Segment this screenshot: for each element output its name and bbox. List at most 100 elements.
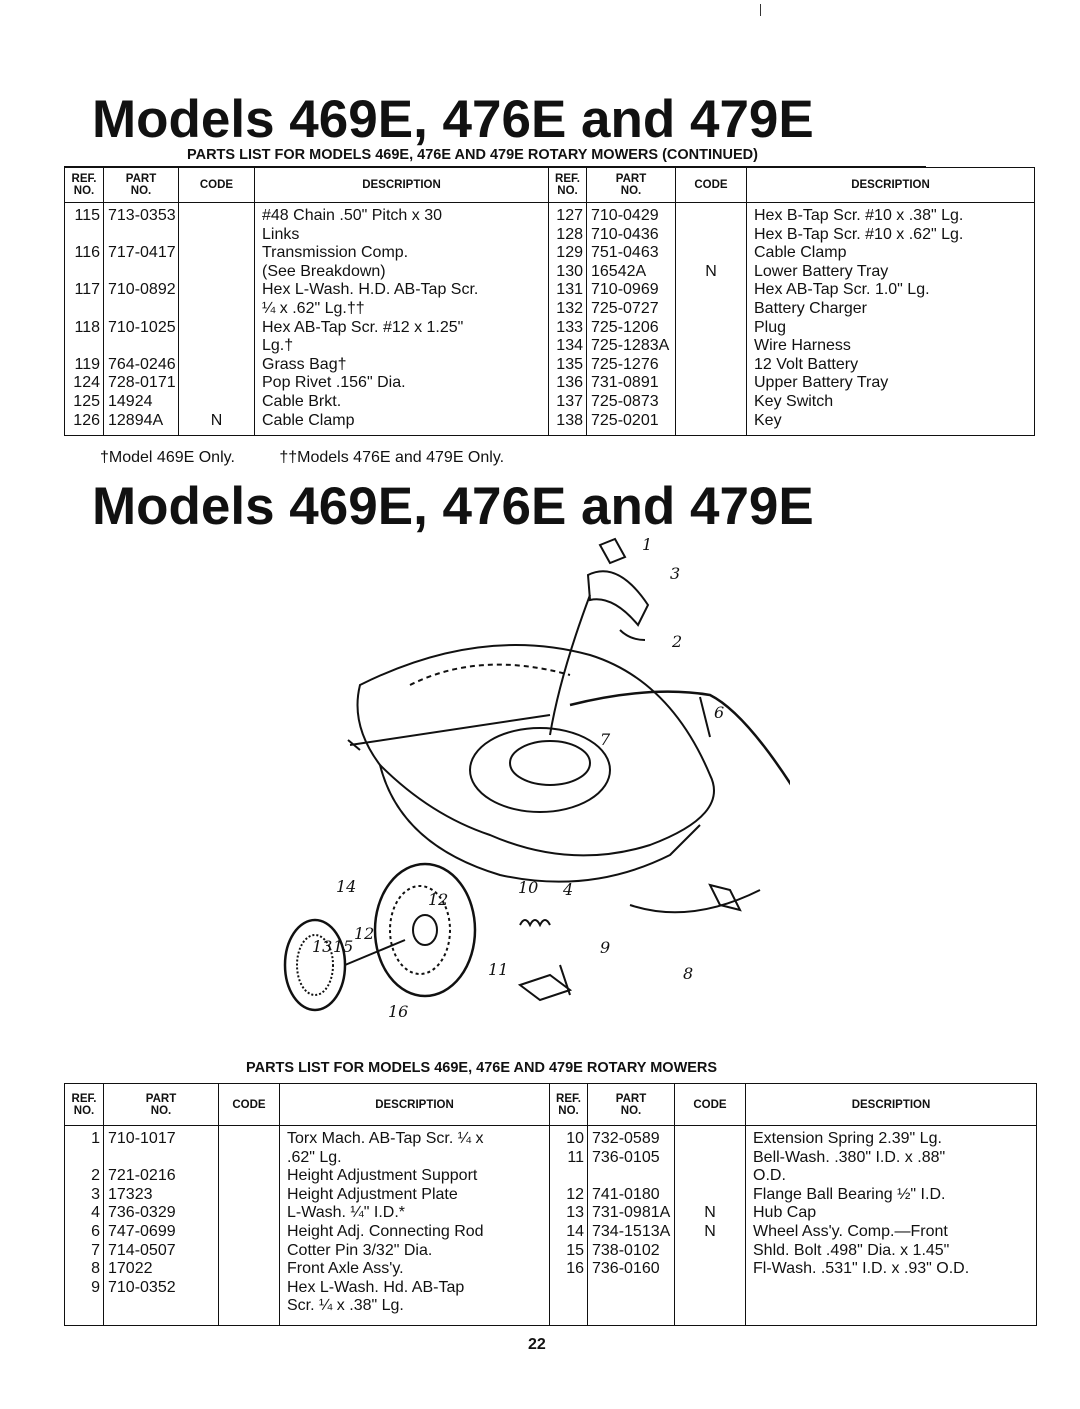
cell-line: 710-0429 <box>591 207 659 224</box>
ref-no-header: REF.NO. <box>64 1083 104 1126</box>
cell-line <box>592 1167 674 1186</box>
code-header: CODE <box>218 1083 280 1126</box>
description-header: DESCRIPTION <box>746 167 1035 203</box>
cell-line: Plug <box>754 318 787 336</box>
cell-line: 741-0180 <box>592 1185 660 1203</box>
footnote: ††Models 476E and 479E Only. <box>279 449 505 466</box>
cell-line: Hex L-Wash. Hd. AB-Tap <box>287 1278 465 1296</box>
cell-line: Extension Spring 2.39" Lg. <box>753 1130 942 1147</box>
cell-line: 736-0105 <box>592 1148 660 1166</box>
cell-line: 710-0969 <box>591 281 659 299</box>
cell-line: 732-0589 <box>592 1130 660 1147</box>
cell-line: Key <box>754 411 782 429</box>
cell-line: Key Switch <box>754 392 834 410</box>
ref-no-header: REF.NO. <box>549 1083 588 1126</box>
cell-line <box>65 226 100 245</box>
cell-line: 721-0216 <box>108 1167 176 1185</box>
cell-line: 710-1017 <box>108 1130 176 1147</box>
cell-line: 736-0160 <box>592 1260 660 1278</box>
cell-line <box>65 300 100 319</box>
page-number: 22 <box>528 1336 546 1353</box>
footnote: †Model 469E Only. <box>100 449 235 466</box>
callout-12: 12 <box>354 924 374 943</box>
cell-line: 126 <box>73 411 100 429</box>
cell-line <box>179 319 254 338</box>
callout-4: 4 <box>562 880 573 899</box>
cell-line <box>550 1167 584 1186</box>
cell-line: N <box>704 1222 716 1240</box>
rear-wheel-part <box>373 862 477 998</box>
cell-line: 133 <box>556 318 583 336</box>
cell-line: 714-0507 <box>108 1241 176 1259</box>
cell-line: Bell-Wash. .380" I.D. x .88" <box>753 1148 946 1166</box>
page-title: Models 469E, 476E and 479E <box>92 90 814 149</box>
cell-line: Height Adjustment Support <box>287 1167 478 1185</box>
cell-line: 117 <box>74 281 100 299</box>
cell-line <box>219 1260 279 1279</box>
cell-line: L-Wash. ¼" I.D.* <box>287 1204 406 1222</box>
cell-line: 13 <box>566 1204 584 1222</box>
description-header: DESCRIPTION <box>254 167 549 203</box>
cell-line <box>675 1186 745 1205</box>
cell-line: 1 <box>91 1130 100 1147</box>
cell-line: 138 <box>556 411 583 429</box>
cell-line <box>108 263 178 282</box>
ref-no-header: REF.NO. <box>64 167 104 203</box>
cell-line: 135 <box>556 355 583 373</box>
scan-mark <box>760 4 761 16</box>
callout-15: 15 <box>333 937 353 956</box>
cell-line <box>676 319 746 338</box>
cell-line: Transmission Comp. <box>262 244 409 262</box>
cell-line <box>219 1204 279 1223</box>
cell-line: Cable Clamp <box>262 411 355 429</box>
cell-line: 725-0873 <box>591 392 659 410</box>
cell-line: 128 <box>556 225 583 243</box>
cell-line <box>179 356 254 375</box>
cell-line: Upper Battery Tray <box>754 374 889 392</box>
ref-no-header: REF.NO. <box>548 167 587 203</box>
cell-line: Lg.† <box>262 337 294 355</box>
cell-line <box>219 1279 279 1298</box>
cell-line <box>219 1186 279 1205</box>
cell-line <box>676 356 746 375</box>
cell-line: Height Adj. Connecting Rod <box>287 1222 484 1240</box>
cell-line: 17022 <box>108 1260 153 1278</box>
cell-line <box>179 374 254 393</box>
callout-7: 7 <box>600 730 611 749</box>
cell-line: 116 <box>74 244 100 262</box>
cell-line <box>676 226 746 245</box>
cell-line <box>676 244 746 263</box>
extension-spring-part <box>519 919 551 928</box>
cell-line: 136 <box>556 374 583 392</box>
cell-line: 725-0727 <box>591 299 659 317</box>
cell-line: Wheel Ass'y. Comp.—Front <box>753 1222 948 1240</box>
cell-line: 125 <box>73 392 100 410</box>
cell-line: 9 <box>91 1278 100 1296</box>
battery-tray-part <box>586 570 650 627</box>
cell-line: Hex AB-Tap Scr. #12 x 1.25" <box>262 318 464 336</box>
cell-line: Cotter Pin 3/32" Dia. <box>287 1241 433 1259</box>
cell-line: 747-0699 <box>108 1222 176 1240</box>
cell-line: Lower Battery Tray <box>754 262 889 280</box>
cell-line: Cable Brkt. <box>262 392 342 410</box>
cell-line <box>219 1223 279 1242</box>
cell-line <box>179 226 254 245</box>
cell-line: Height Adjustment Plate <box>287 1185 458 1203</box>
callout-8: 8 <box>683 964 693 983</box>
cell-line <box>675 1260 745 1279</box>
callout-11: 11 <box>488 960 508 979</box>
cell-line: 131 <box>556 281 583 299</box>
diagram-title: Models 469E, 476E and 479E <box>92 477 814 536</box>
code-column: N <box>178 202 255 436</box>
cell-line: 15 <box>566 1241 584 1259</box>
cell-line <box>65 1149 100 1168</box>
cell-line: O.D. <box>753 1167 786 1185</box>
cell-line <box>676 412 746 431</box>
mower-exploded-diagram: 1 2 3 4 6 7 8 9 10 11 12 12 13 14 15 16 <box>283 535 790 1021</box>
